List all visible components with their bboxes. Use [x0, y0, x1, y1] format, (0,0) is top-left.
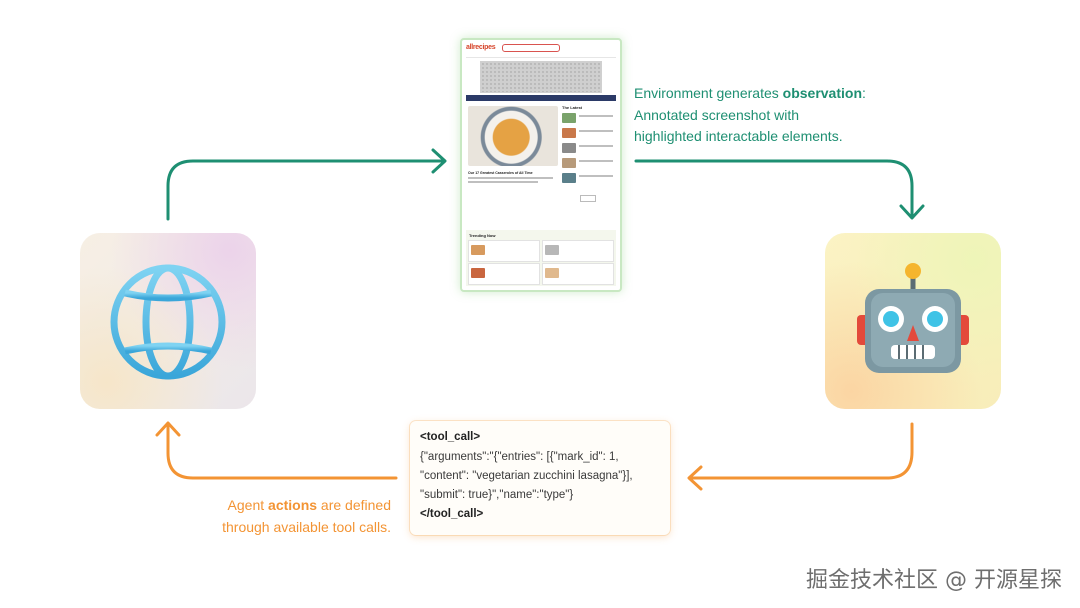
- watermark: 掘金技术社区 @ 开源星探: [806, 568, 1062, 593]
- tool-call-line: "submit": true}","name":"type"}: [420, 489, 574, 501]
- tool-call-open-tag: <tool_call>: [420, 431, 481, 443]
- observation-screenshot: allrecipes The Latest Our 17 Greatest Ca…: [460, 38, 622, 292]
- screenshot-latest-thumb: [562, 158, 576, 168]
- actions-keyword: actions: [268, 497, 318, 513]
- screenshot-trending-card: [542, 240, 614, 262]
- screenshot-latest-text: [579, 160, 613, 162]
- screenshot-more-button: [580, 195, 596, 202]
- screenshot-latest-thumb: [562, 113, 576, 123]
- screenshot-nav: [466, 53, 616, 58]
- screenshot-banner: [466, 95, 616, 101]
- screenshot-latest-text: [579, 130, 613, 132]
- environment-tile: [80, 233, 256, 409]
- screenshot-latest-text: [579, 175, 613, 177]
- arrow-env-to-observation: [166, 159, 445, 221]
- screenshot-hero-image: [468, 106, 558, 166]
- screenshot-latest-text: [579, 115, 613, 117]
- tool-call-close-tag: </tool_call>: [420, 508, 484, 520]
- globe-icon: [110, 264, 226, 380]
- arrowhead-agent: [899, 204, 925, 220]
- screenshot-ad-placeholder: [480, 61, 602, 93]
- screenshot-trending-card: [542, 263, 614, 285]
- robot-icon: [857, 263, 969, 373]
- screenshot-latest-title: The Latest: [562, 105, 583, 110]
- arrowhead-action: [687, 465, 703, 491]
- arrowhead-observation: [431, 148, 447, 174]
- tool-call-box: <tool_call> {"arguments":"{"entries": [{…: [410, 421, 670, 535]
- screenshot-search-bar: [502, 44, 560, 52]
- arrow-action-to-env: [166, 423, 398, 480]
- screenshot-logo: allrecipes: [466, 44, 496, 51]
- screenshot-trending-title: Trending Now: [469, 233, 496, 238]
- screenshot-body-text: [468, 177, 553, 179]
- observation-keyword: observation: [782, 85, 862, 101]
- agent-tile: [825, 233, 1001, 409]
- screenshot-trending-card: [468, 240, 540, 262]
- screenshot-headline: Our 17 Greatest Casseroles of All Time: [468, 171, 533, 175]
- tool-call-line: {"arguments":"{"entries": [{"mark_id": 1…: [420, 451, 619, 463]
- observation-caption: Environment generates observation: Annot…: [634, 85, 866, 144]
- screenshot-body-text: [468, 181, 538, 183]
- arrow-agent-to-action: [688, 422, 914, 480]
- actions-caption: Agent actions are defined through availa…: [222, 497, 391, 535]
- arrowhead-env: [155, 421, 181, 437]
- screenshot-latest-thumb: [562, 128, 576, 138]
- screenshot-latest-thumb: [562, 173, 576, 183]
- screenshot-trending-card: [468, 263, 540, 285]
- arrow-observation-to-agent: [634, 159, 914, 218]
- tool-call-line: "content": "vegetarian zucchini lasagna"…: [420, 470, 633, 482]
- screenshot-latest-text: [579, 145, 613, 147]
- screenshot-latest-thumb: [562, 143, 576, 153]
